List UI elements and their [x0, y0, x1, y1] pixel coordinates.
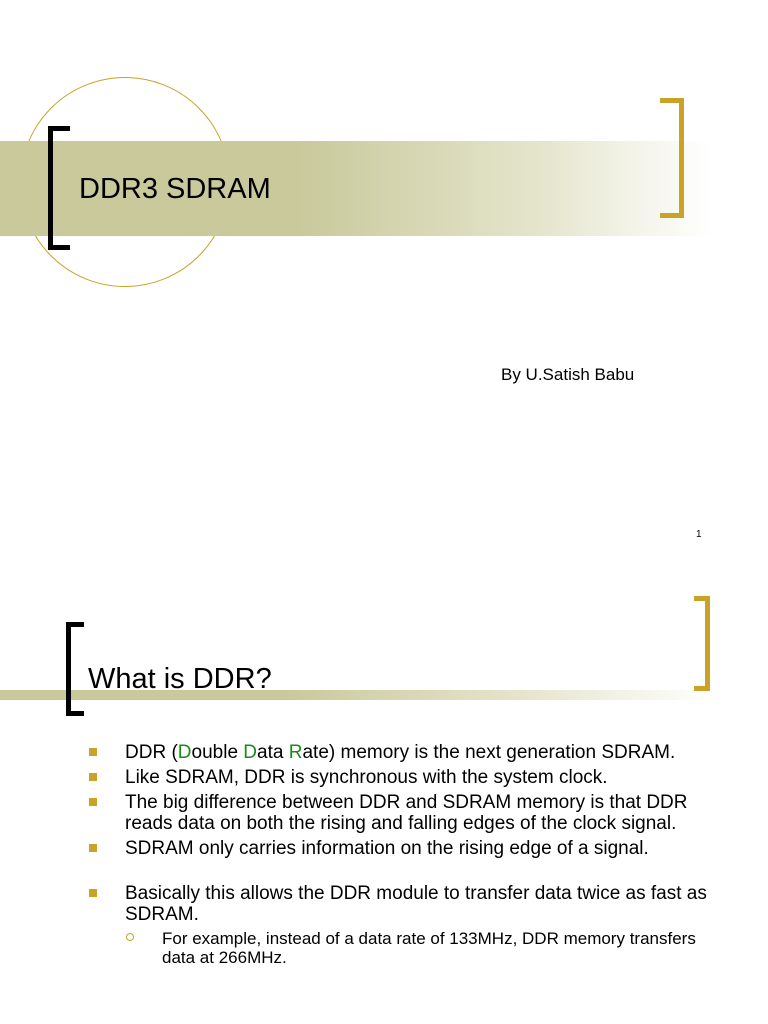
square-bullet-icon [89, 889, 97, 897]
bullet-item: Basically this allows the DDR module to … [0, 883, 768, 925]
bullet-item: SDRAM only carries information on the ri… [0, 838, 768, 859]
page-number: 1 [696, 529, 702, 540]
bullet-text-part: ate) memory is the next generation SDRAM… [302, 742, 676, 763]
bullet-text: The big difference between DDR and SDRAM… [125, 792, 688, 834]
bullet-text-part: DDR ( [125, 742, 178, 763]
bullet-text: DDR (Double Data Rate) memory is the nex… [125, 742, 675, 763]
slide-title: DDR3 SDRAM [79, 173, 271, 205]
highlight-letter: D [177, 742, 192, 763]
left-bracket-decoration [48, 126, 70, 250]
circle-bullet-icon [126, 933, 134, 941]
right-bracket-decoration [660, 98, 684, 218]
bullet-item: Like SDRAM, DDR is synchronous with the … [0, 767, 768, 788]
sub-bullet-item: For example, instead of a data rate of 1… [0, 929, 768, 967]
square-bullet-icon [89, 748, 97, 756]
author-line: By U.Satish Babu [501, 365, 635, 384]
sub-bullet-text: For example, instead of a data rate of 1… [162, 929, 696, 967]
bullet-item: The big difference between DDR and SDRAM… [0, 792, 768, 834]
bullet-list: DDR (Double Data Rate) memory is the nex… [0, 742, 768, 971]
bullet-text: Basically this allows the DDR module to … [125, 883, 707, 925]
title-slide: DDR3 SDRAM By U.Satish Babu 1 [0, 77, 712, 540]
highlight-letter: D [243, 742, 258, 763]
title-band [0, 141, 712, 236]
highlight-letter: R [288, 742, 303, 763]
square-bullet-icon [89, 798, 97, 806]
bullet-text-part: ata [257, 742, 289, 763]
left-bracket-decoration [66, 622, 84, 716]
right-bracket-decoration [694, 596, 710, 691]
bullet-item: DDR (Double Data Rate) memory is the nex… [0, 742, 768, 763]
bullet-text: Like SDRAM, DDR is synchronous with the … [125, 767, 608, 788]
square-bullet-icon [89, 773, 97, 781]
slide-title: What is DDR? [88, 663, 272, 695]
content-slide: What is DDR? DDR (Double Data Rate) memo… [0, 560, 768, 1024]
square-bullet-icon [89, 844, 97, 852]
title-underline-band [0, 690, 715, 700]
bullet-text-part: ouble [191, 742, 244, 763]
bullet-text: SDRAM only carries information on the ri… [125, 838, 649, 859]
